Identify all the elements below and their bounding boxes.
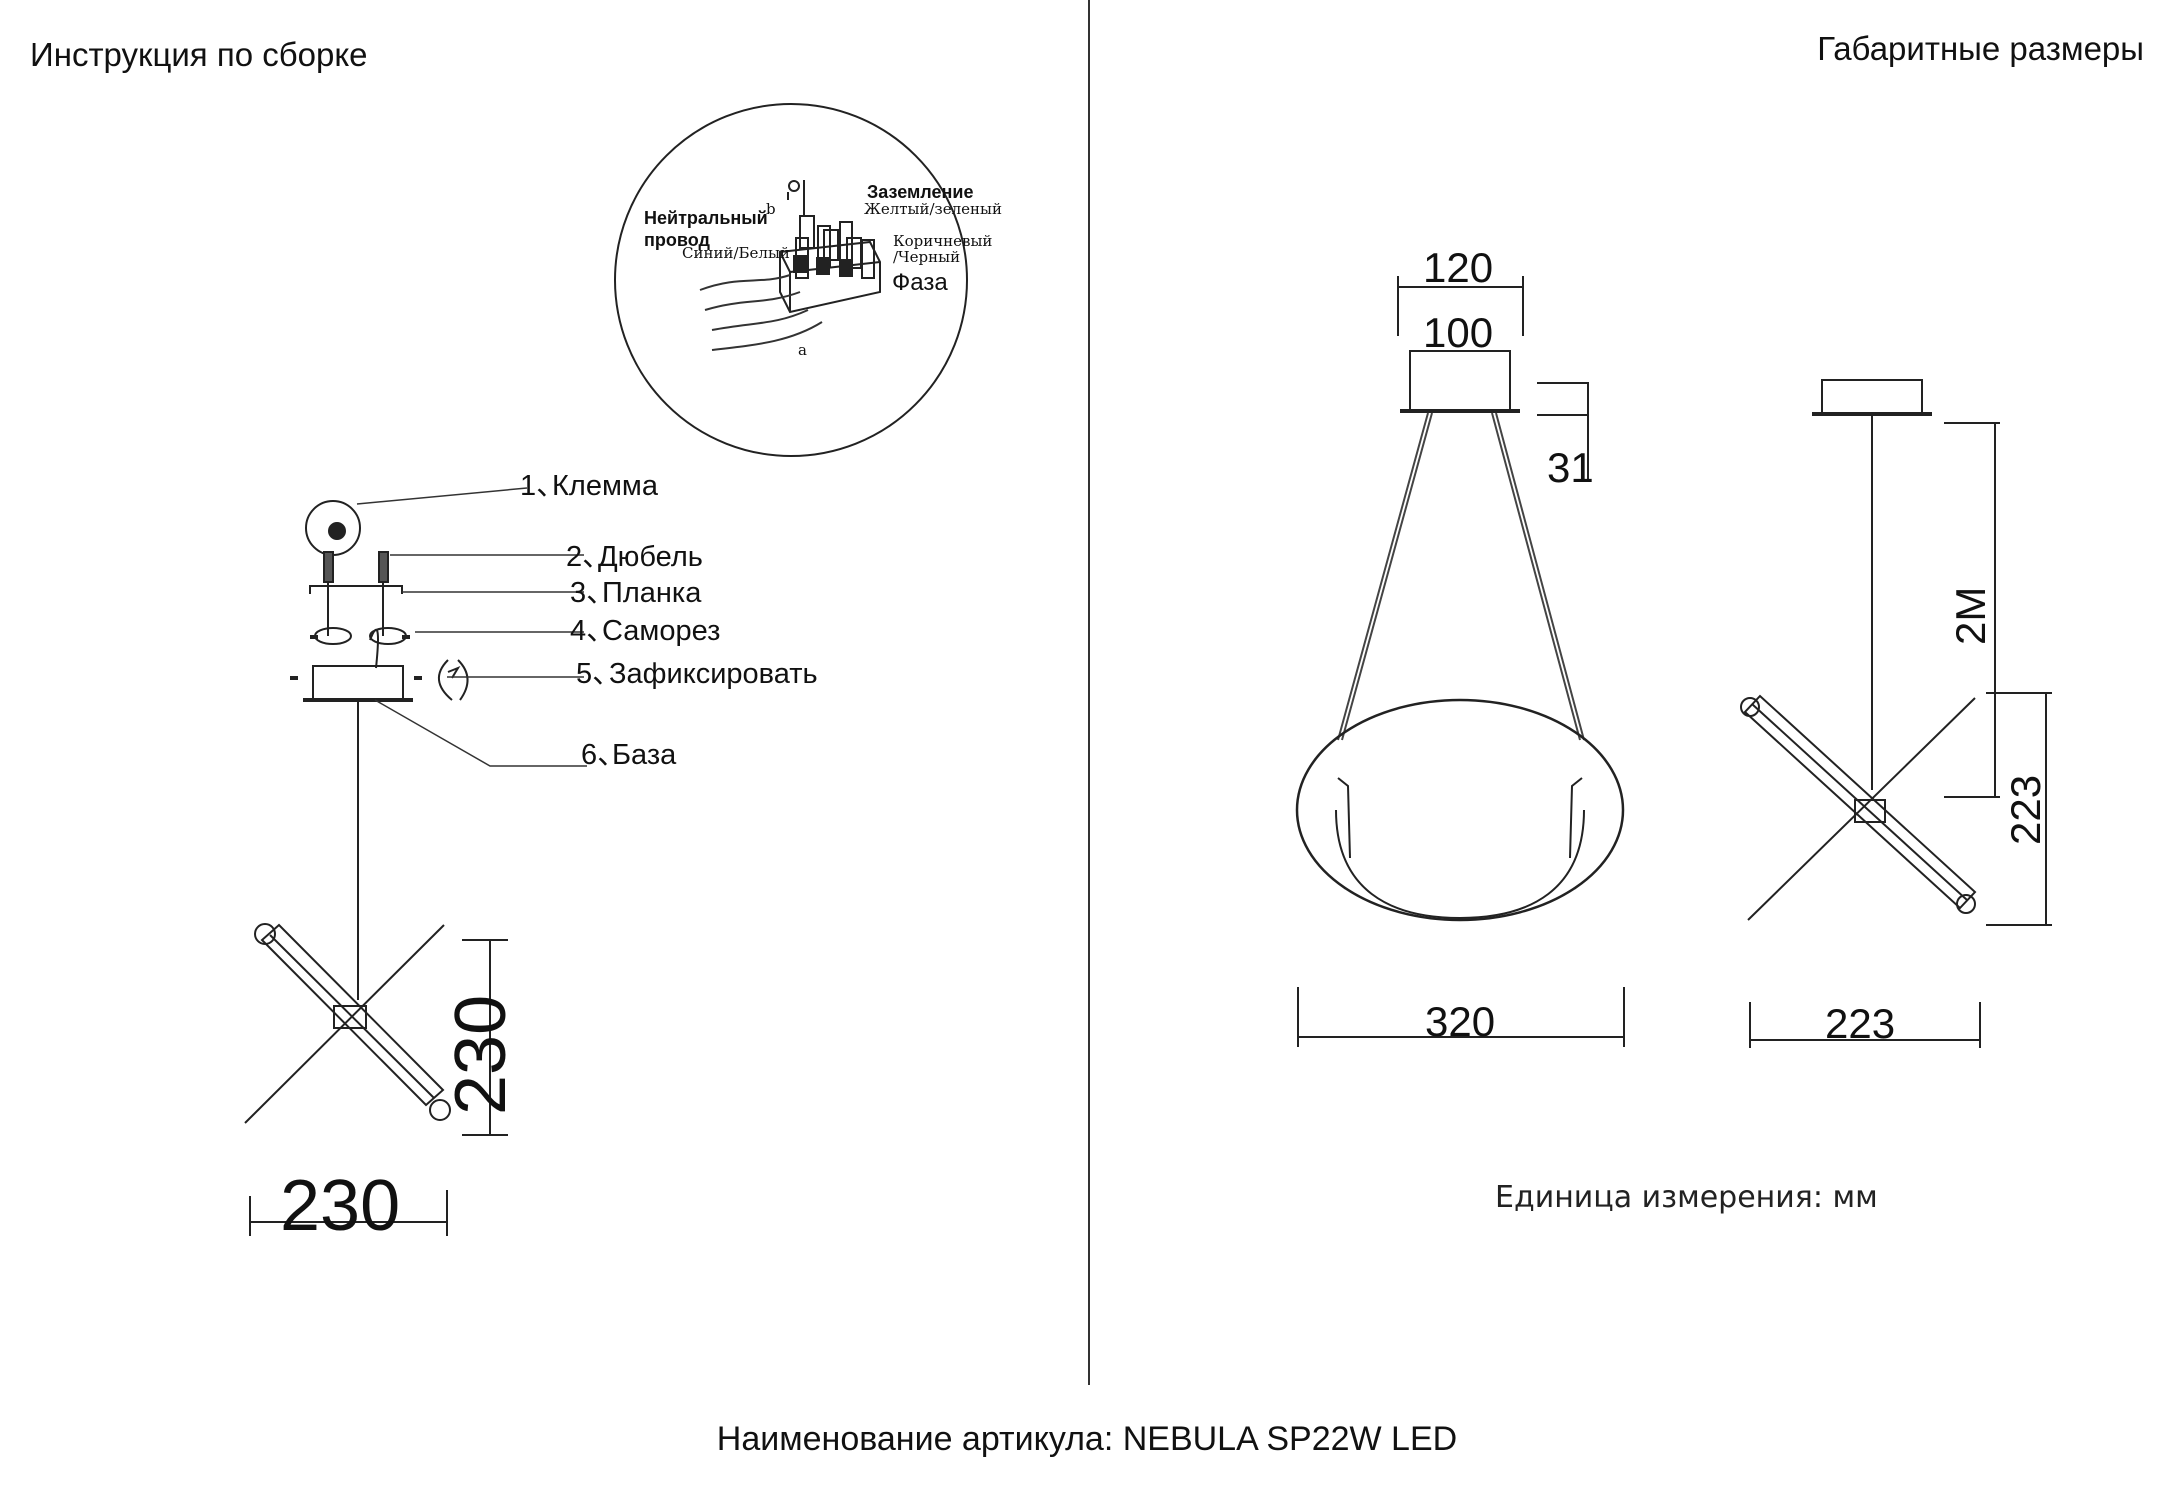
dimensions-title: Габаритные размеры [1817, 30, 2144, 67]
wiring-detail: Заземление Желтый/зеленый Нейтральный пр… [614, 103, 1002, 457]
side-canopy [1812, 379, 1932, 416]
neutral-colors: Синий/Белый [682, 244, 790, 262]
part-1-label: Клемма [552, 470, 659, 502]
assembly-width-value: 230 [280, 1166, 400, 1246]
article-name: Наименование артикула: NEBULA SP22W LED [716, 1420, 1458, 1458]
canopy-height-value: 31 [1547, 444, 1594, 491]
part-3-label: Планка [602, 577, 702, 609]
earth-colors: Желтый/зеленый [864, 200, 1002, 218]
assembly-title: Инструкция по сборке [30, 36, 368, 73]
part-6-num: 6、 [581, 739, 626, 771]
part-4-num: 4、 [570, 615, 615, 647]
neutral-label-line1: Нейтральный [644, 208, 768, 228]
assembly-width-dim-line [249, 1190, 448, 1236]
a-mark: a [798, 341, 807, 359]
phase-label: Фаза [892, 269, 948, 296]
part-5-label: Зафиксировать [609, 658, 818, 690]
earth-label: Заземление [867, 182, 973, 202]
mounting-bracket [309, 582, 403, 669]
leader-lines [356, 487, 587, 767]
cable-length-dim-line [1944, 422, 2000, 798]
dowels [323, 551, 389, 583]
screws [310, 627, 410, 645]
lamp-width-dim-line [1749, 1002, 1981, 1048]
front-suspension-wires [1337, 412, 1585, 741]
b-mark: b [766, 200, 776, 218]
front-view [1295, 276, 1625, 1047]
front-view-labels: 120 100 31 320 [1423, 244, 1594, 1045]
side-view-labels: 2M 223 223 [1825, 587, 2049, 1047]
lamp-height-value: 223 [2002, 775, 2049, 845]
canopy-inner-value: 100 [1423, 309, 1493, 356]
assembly-labels: 1、 Клемма 2、 Дюбель 3、 Планка 4、 Саморез… [280, 470, 818, 1246]
lamp-height-dim-line [1986, 692, 2052, 926]
lamp-width-value: 223 [1825, 1000, 1895, 1047]
neutral-label-line2: провод [644, 230, 710, 250]
rotate-arrow-icon [438, 659, 469, 701]
canopy-height-dim-line [1537, 382, 1589, 480]
ring-diameter-value: 320 [1425, 998, 1495, 1045]
side-lamp-bar [1740, 694, 1977, 921]
part-5-num: 5、 [576, 658, 621, 690]
cable-length-value: 2M [1947, 587, 1994, 645]
part-1-num: 1、 [520, 470, 565, 502]
ring-diameter-dim-line [1297, 987, 1625, 1047]
front-ring [1295, 698, 1625, 922]
canopy-outer-dim-line [1397, 276, 1524, 336]
front-canopy [1400, 350, 1520, 413]
part-6-label: База [612, 739, 677, 771]
wires [699, 274, 823, 351]
terminal-block [779, 180, 881, 314]
part-2-label: Дюбель [598, 541, 703, 573]
lamp-bar [244, 923, 451, 1124]
side-view [1740, 379, 2052, 1048]
base-canopy [290, 665, 422, 702]
part-3-num: 3、 [570, 577, 615, 609]
assembly-height-dim-line [462, 939, 508, 1136]
phase-colors-line1: Коричневый [893, 232, 992, 250]
part-4-label: Саморез [602, 615, 720, 647]
wiring-detail-circle [614, 103, 968, 457]
units-note: Единица измерения: мм [1495, 1180, 1878, 1215]
phase-colors-line2: /Черный [893, 248, 960, 266]
assembly-drawing [244, 487, 587, 1236]
canopy-outer-value: 120 [1423, 244, 1493, 291]
part-2-num: 2、 [566, 541, 611, 573]
assembly-height-value: 230 [441, 995, 521, 1115]
